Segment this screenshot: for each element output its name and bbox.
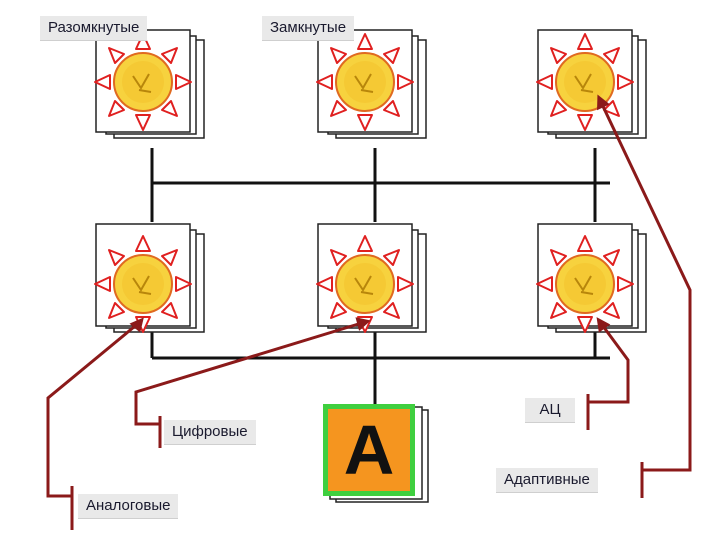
center-a-box: А <box>323 404 415 496</box>
label-closed-loop: Замкнутые <box>262 16 355 41</box>
label-adaptive: Адаптивные <box>496 468 598 493</box>
arrows <box>46 99 692 530</box>
sun-card-5 <box>316 223 427 333</box>
sun-card-4 <box>94 223 205 333</box>
label-digital: Цифровые <box>164 420 256 445</box>
bus-lines <box>150 148 610 404</box>
label-open-loop: Разомкнутые <box>40 16 148 41</box>
sun-card-3 <box>536 29 647 139</box>
label-adc: АЦ <box>525 398 575 423</box>
label-analog: Аналоговые <box>78 494 179 519</box>
sun-card-6 <box>536 223 647 333</box>
sun-card-1 <box>94 29 205 139</box>
sun-card-2 <box>316 29 427 139</box>
